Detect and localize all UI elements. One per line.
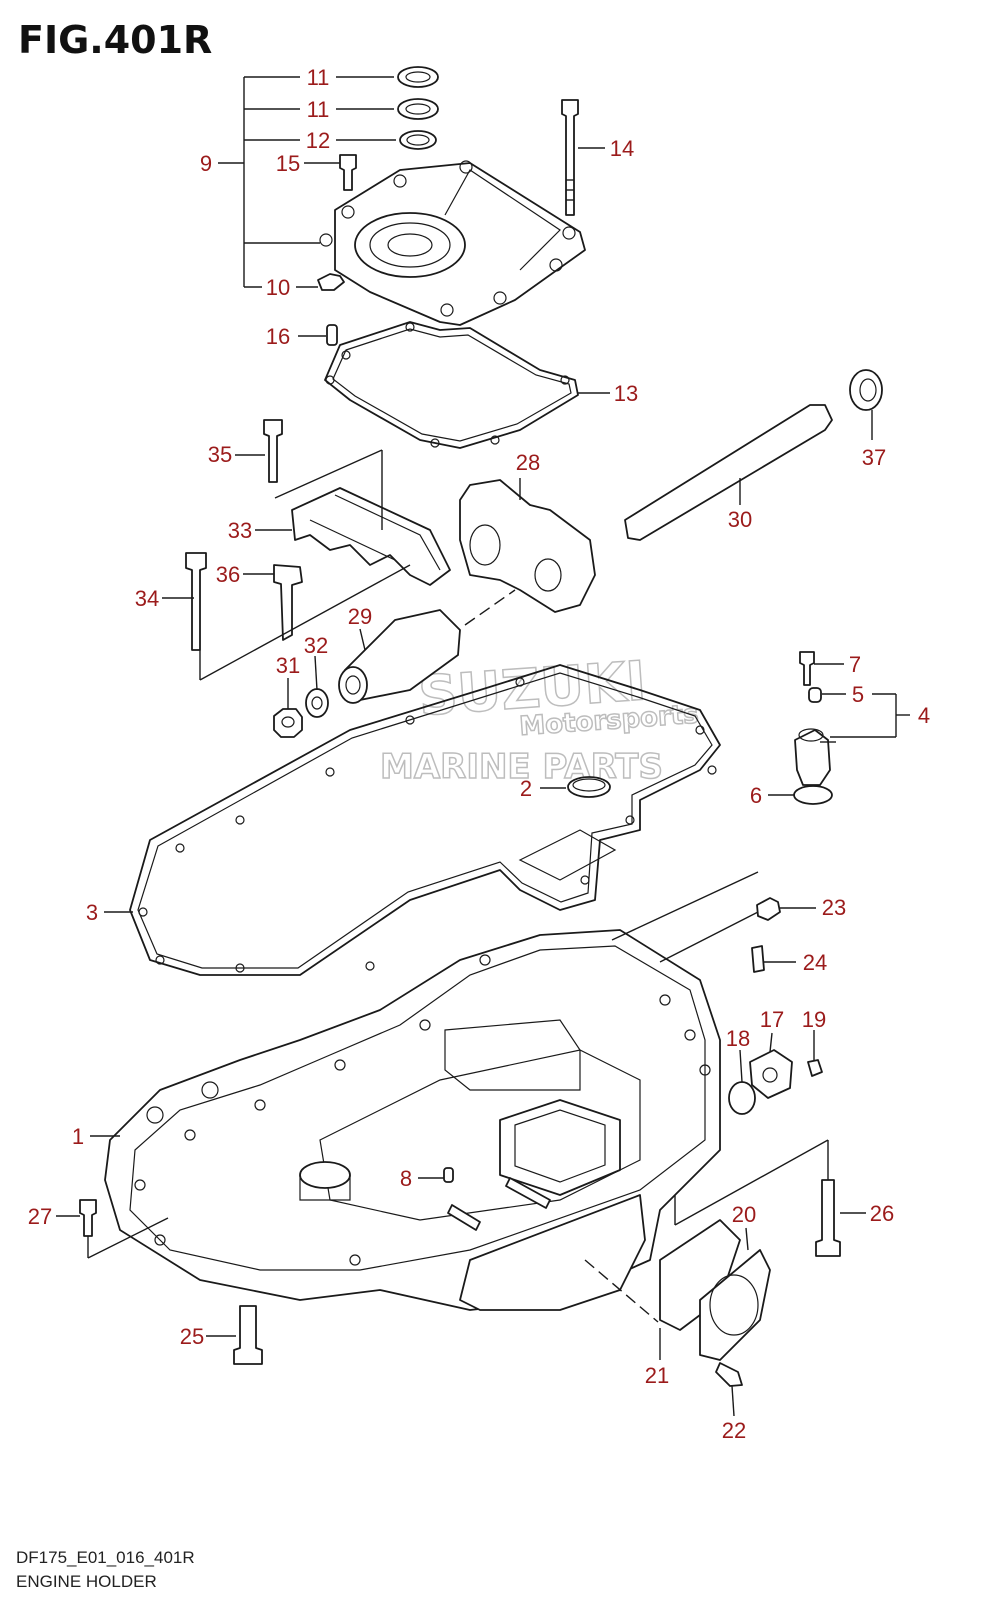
callout-11: 11 — [307, 97, 330, 122]
callout-13: 13 — [614, 381, 638, 406]
callout-7: 7 — [849, 652, 861, 677]
callouts: 11 11 12 9 15 14 10 16 13 37 35 28 30 33… — [28, 65, 930, 1443]
callout-18: 18 — [726, 1026, 750, 1051]
callout-33: 33 — [228, 518, 252, 543]
callout-19: 19 — [802, 1007, 826, 1032]
watermark-line2: MARINE PARTS — [380, 747, 663, 787]
callout-9: 9 — [200, 151, 212, 176]
callout-31: 31 — [276, 653, 300, 678]
callout-34: 34 — [135, 586, 159, 611]
callout-26: 26 — [870, 1201, 894, 1226]
callout-1: 1 — [72, 1124, 84, 1149]
callout-5: 5 — [852, 682, 864, 707]
callout-2: 2 — [520, 776, 532, 801]
mount-group — [185, 369, 883, 738]
callout-29: 29 — [348, 604, 372, 629]
callout-30: 30 — [728, 507, 752, 532]
callout-10: 10 — [266, 275, 290, 300]
callout-16: 16 — [266, 324, 290, 349]
callout-22: 22 — [722, 1418, 746, 1443]
callout-24: 24 — [803, 950, 827, 975]
callout-6: 6 — [750, 783, 762, 808]
callout-15: 15 — [276, 151, 300, 176]
leader-lines — [56, 76, 910, 1417]
callout-20: 20 — [732, 1202, 756, 1227]
callout-35: 35 — [208, 442, 232, 467]
callout-25: 25 — [180, 1324, 204, 1349]
engine-holder-group — [79, 871, 841, 1387]
callout-36: 36 — [216, 562, 240, 587]
callout-3: 3 — [86, 900, 98, 925]
figure-title: FIG.401R — [18, 18, 213, 62]
callout-12: 12 — [306, 128, 330, 153]
callout-14: 14 — [610, 136, 634, 161]
callout-28: 28 — [516, 450, 540, 475]
callout-21: 21 — [645, 1363, 669, 1388]
callout-11: 11 — [307, 65, 330, 90]
figure-code: DF175_E01_016_401R — [16, 1548, 195, 1567]
callout-32: 32 — [304, 633, 328, 658]
callout-4: 4 — [918, 703, 930, 728]
callout-23: 23 — [822, 895, 846, 920]
callout-17: 17 — [760, 1007, 784, 1032]
figure-name: ENGINE HOLDER — [16, 1572, 157, 1591]
callout-8: 8 — [400, 1166, 412, 1191]
cover-group — [317, 66, 586, 449]
callout-27: 27 — [28, 1204, 52, 1229]
callout-37: 37 — [862, 445, 886, 470]
